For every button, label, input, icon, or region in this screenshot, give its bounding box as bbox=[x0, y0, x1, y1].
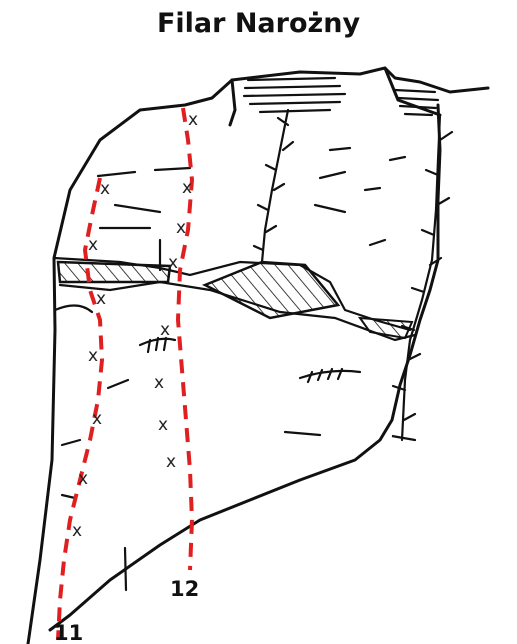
bolt-mark: x bbox=[176, 218, 186, 238]
route-11-bolts: x x x x x x x bbox=[72, 179, 110, 541]
bolt-mark: x bbox=[72, 521, 82, 541]
summit-shading bbox=[244, 78, 438, 115]
route-number-12: 12 bbox=[170, 577, 199, 601]
hatched-block-right bbox=[360, 318, 412, 338]
crack-marks bbox=[62, 148, 405, 590]
bolt-mark: x bbox=[100, 179, 110, 199]
bolt-mark: x bbox=[166, 452, 176, 472]
route-number-11: 11 bbox=[54, 621, 83, 644]
bolt-mark: x bbox=[188, 110, 198, 130]
bolt-mark: x bbox=[168, 253, 178, 273]
bolt-mark: x bbox=[182, 178, 192, 198]
bolt-mark: x bbox=[88, 235, 98, 255]
dihedral-center bbox=[254, 110, 293, 262]
bolt-mark: x bbox=[88, 346, 98, 366]
dihedral-right bbox=[392, 115, 452, 440]
hatched-block-center bbox=[205, 262, 338, 318]
roof-left bbox=[55, 305, 92, 312]
bolt-mark: x bbox=[158, 415, 168, 435]
bolt-mark: x bbox=[96, 289, 106, 309]
roof-shading bbox=[140, 338, 360, 382]
bolt-mark: x bbox=[92, 409, 102, 429]
bolt-mark: x bbox=[154, 373, 164, 393]
hatched-block-left bbox=[58, 262, 170, 282]
bolt-mark: x bbox=[78, 469, 88, 489]
bolt-mark: x bbox=[160, 320, 170, 340]
